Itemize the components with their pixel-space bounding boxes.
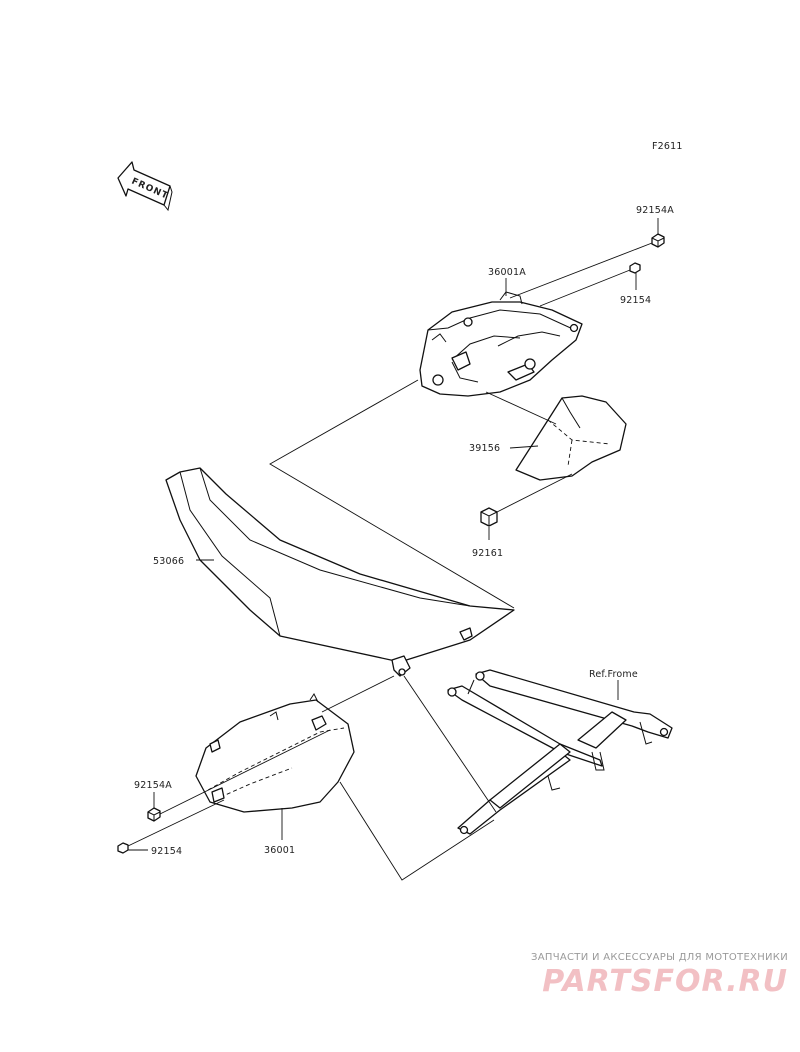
side-cover-36001 — [195, 693, 355, 813]
callout-92154A-bottom: 92154A — [134, 780, 172, 791]
grommet-92161 — [480, 507, 498, 527]
watermark-logo: PARTSFOR.RU — [542, 964, 788, 999]
callout-36001A: 36001A — [488, 267, 526, 278]
watermark-tagline: ЗАПЧАСТИ И АКСЕССУАРЫ ДЛЯ МОТОТЕХНИКИ — [531, 952, 788, 963]
part-39156 — [515, 395, 627, 481]
bolt-92154A-top — [651, 233, 665, 248]
front-arrow-icon: FRONT — [117, 161, 173, 212]
callout-92154-bottom: 92154 — [151, 846, 182, 857]
figure-code: F2611 — [652, 141, 683, 152]
bolt-92154-bottom — [117, 842, 129, 854]
callout-36001: 36001 — [264, 845, 295, 856]
callout-92161: 92161 — [472, 548, 503, 559]
bolt-92154A-bottom — [147, 807, 161, 822]
bolt-92154-top — [629, 262, 641, 274]
callout-92154-top: 92154 — [620, 295, 651, 306]
side-cover-36001A — [419, 291, 583, 397]
callout-53066: 53066 — [153, 556, 184, 567]
callout-39156: 39156 — [469, 443, 500, 454]
callout-92154A-top: 92154A — [636, 205, 674, 216]
ref-frame — [447, 669, 673, 835]
seat-53066 — [165, 467, 515, 677]
callout-ref-frame: Ref.Frome — [589, 669, 638, 680]
